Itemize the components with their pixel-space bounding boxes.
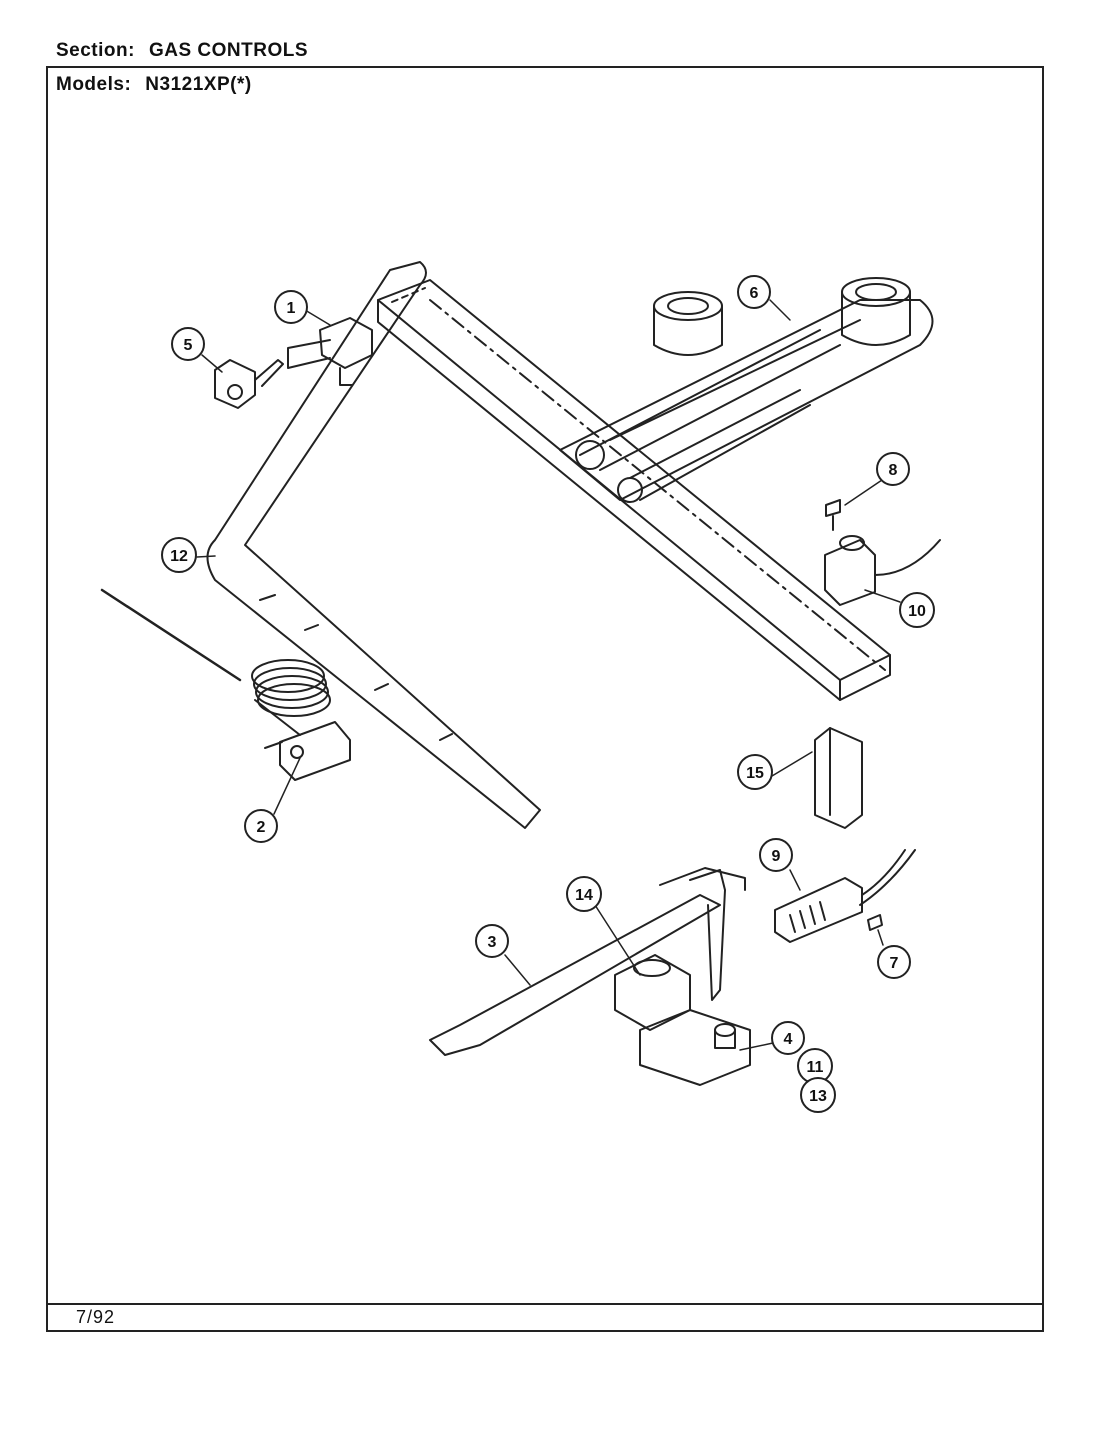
callout-3-label: 3 [488,934,497,951]
section-line: Section: GAS CONTROLS [56,40,308,62]
part-3-rod [429,867,746,1056]
part-2-thermostat [100,588,351,781]
callout-10-label: 10 [908,603,926,620]
callout-7-label: 7 [890,955,899,972]
callouts: 1 5 6 8 12 10 15 2 9 14 3 7 4 11 13 [161,275,935,1113]
diagram-frame [46,66,1044,1332]
manifold-bracket [377,279,891,701]
models-value: N3121XP(*) [145,74,252,95]
part-14-regulator [614,954,691,1031]
callout-2: 2 [244,809,278,843]
callout-8: 8 [876,452,910,486]
callout-1: 1 [274,290,308,324]
part-12-tube [206,261,541,829]
models-line: Models: N3121XP(*) [56,74,252,96]
callout-15-label: 15 [746,765,764,782]
models-label: Models: [56,74,132,95]
footer-divider [46,1303,1044,1305]
callout-7: 7 [877,945,911,979]
part-4-valve [639,1009,751,1086]
callout-13-label: 13 [809,1088,827,1105]
burner-assembly [559,277,934,503]
callout-13: 13 [800,1077,836,1113]
callout-4: 4 [771,1021,805,1055]
callout-8-label: 8 [889,462,898,479]
callout-9: 9 [759,838,793,872]
callout-6: 6 [737,275,771,309]
part-15-switch [814,727,863,829]
callout-4-label: 4 [784,1031,793,1048]
callout-14: 14 [566,876,602,912]
callout-11-label: 11 [807,1059,824,1076]
section-label: Section: [56,40,135,61]
section-value: GAS CONTROLS [148,40,309,61]
part-8-screw [825,499,841,531]
callout-1-label: 1 [287,300,296,317]
callout-6-label: 6 [750,285,759,302]
leader-lines [196,299,901,1051]
callout-14-label: 14 [575,887,593,904]
callout-12: 12 [161,537,197,573]
callout-3: 3 [475,924,509,958]
callout-5-label: 5 [184,337,193,354]
part-5-bracket [214,359,284,409]
part-10-valve-bracket [824,535,941,606]
callout-2-label: 2 [257,819,266,836]
part-9-ignitor-switch [774,849,916,943]
part-7-screw [867,914,883,931]
callout-15: 15 [737,754,773,790]
callout-5: 5 [171,327,205,361]
callout-9-label: 9 [772,848,781,865]
callout-12-label: 12 [170,548,188,565]
revision-date: 7/92 [76,1307,116,1327]
callout-10: 10 [899,592,935,628]
